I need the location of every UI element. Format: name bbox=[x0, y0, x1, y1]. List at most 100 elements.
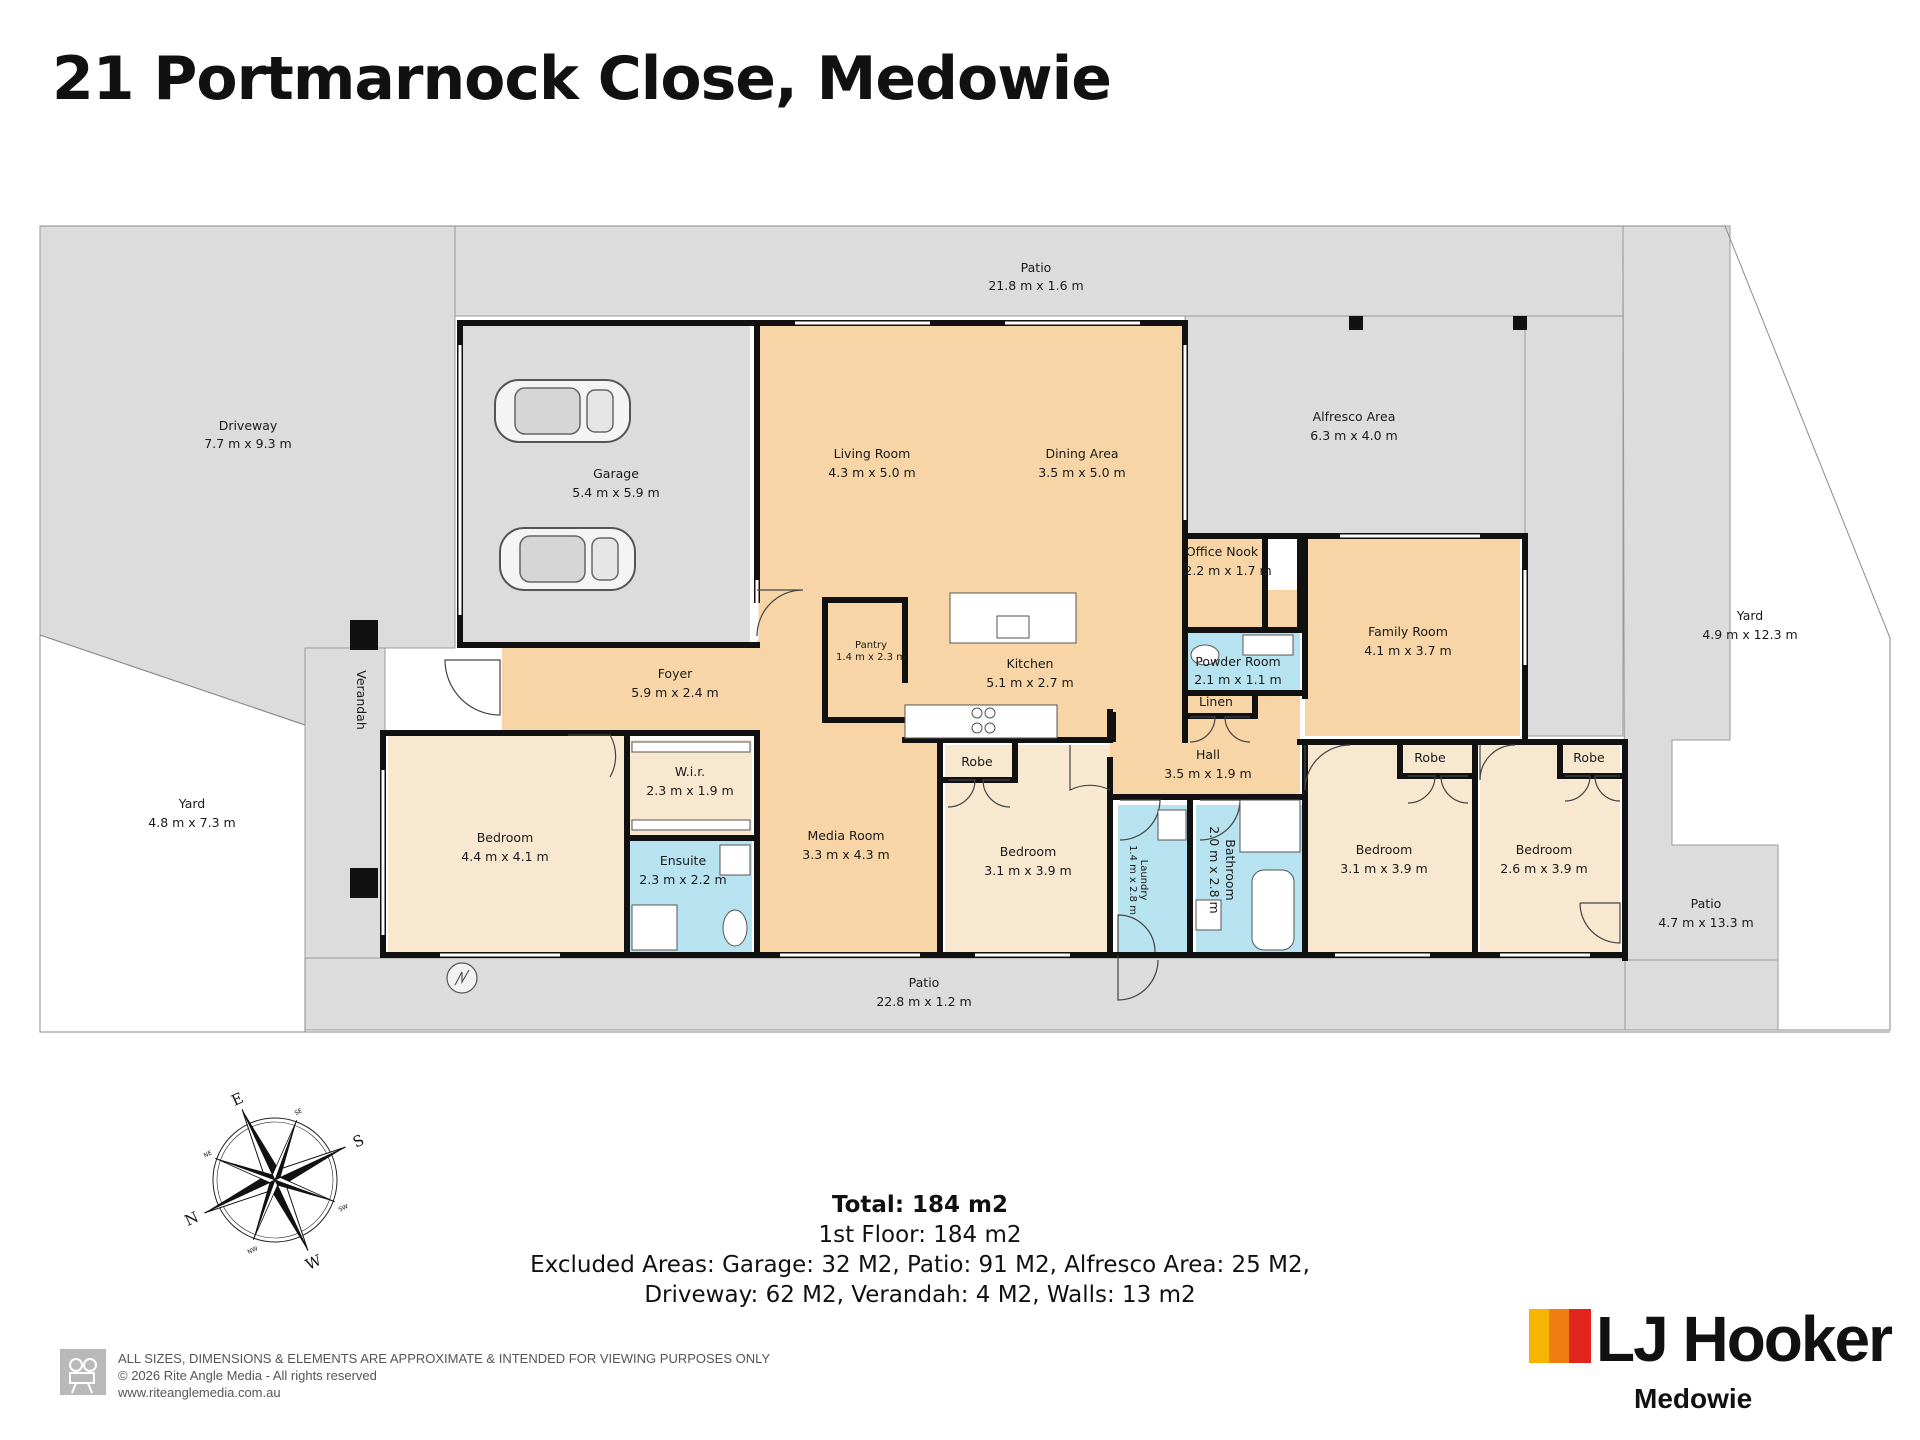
area-totals: Total: 184 m2 1st Floor: 184 m2 Excluded… bbox=[520, 1190, 1320, 1310]
size-laundry: 1.4 m x 2.8 m bbox=[1127, 845, 1138, 915]
label-alfresco: Alfresco Area bbox=[1313, 409, 1396, 424]
compass-w: W bbox=[303, 1251, 325, 1274]
area-patio-east-strip bbox=[1524, 315, 1624, 737]
floor-bedroom-3 bbox=[1305, 745, 1475, 953]
label-pantry: Pantry bbox=[855, 640, 887, 651]
size-dining-area: 3.5 m x 5.0 m bbox=[1038, 465, 1125, 480]
label-patio-north: Patio bbox=[1021, 260, 1052, 275]
outdoor-areas bbox=[39, 225, 1779, 1031]
size-bedroom-4: 2.6 m x 3.9 m bbox=[1500, 861, 1587, 876]
size-patio-north: 21.8 m x 1.6 m bbox=[988, 278, 1083, 293]
label-patio-east: Patio bbox=[1691, 896, 1722, 911]
label-hall: Hall bbox=[1196, 747, 1220, 762]
label-powder-room: Powder Room bbox=[1195, 654, 1280, 669]
size-yard-west: 4.8 m x 7.3 m bbox=[148, 815, 235, 830]
size-bathroom: 2.0 m x 2.8 m bbox=[1207, 826, 1222, 913]
compass-s: S bbox=[350, 1131, 367, 1152]
camera-logo-icon bbox=[60, 1349, 106, 1395]
floor-bedroom-4 bbox=[1480, 745, 1620, 953]
area-driveway bbox=[39, 225, 456, 726]
label-robe-3: Robe bbox=[1414, 750, 1446, 765]
size-kitchen: 5.1 m x 2.7 m bbox=[986, 675, 1073, 690]
size-foyer: 5.9 m x 2.4 m bbox=[631, 685, 718, 700]
powder-toilet bbox=[1190, 644, 1220, 666]
floor-media bbox=[757, 733, 940, 953]
size-patio-south: 22.8 m x 1.2 m bbox=[876, 994, 971, 1009]
size-bedroom-2: 3.1 m x 3.9 m bbox=[984, 863, 1071, 878]
label-robe-4: Robe bbox=[1573, 750, 1605, 765]
brand-logo-icon bbox=[1529, 1309, 1591, 1363]
label-garage: Garage bbox=[593, 466, 639, 481]
label-kitchen: Kitchen bbox=[1007, 656, 1054, 671]
size-alfresco: 6.3 m x 4.0 m bbox=[1310, 428, 1397, 443]
size-office-nook: 2.2 m x 1.7 m bbox=[1184, 563, 1271, 578]
compass-ne: NE bbox=[203, 1149, 214, 1159]
floor-family-room bbox=[1305, 536, 1520, 736]
brand-office: Medowie bbox=[1634, 1383, 1753, 1414]
label-dining-area: Dining Area bbox=[1045, 446, 1118, 461]
floor-pantry bbox=[845, 622, 897, 690]
disclaimer-line-3: www.riteanglemedia.com.au bbox=[118, 1385, 281, 1400]
compass-e: E bbox=[229, 1089, 247, 1110]
bath-tub bbox=[1251, 869, 1295, 951]
label-linen: Linen bbox=[1199, 694, 1233, 709]
room-labels: Patio 21.8 m x 1.6 m Driveway 7.7 m x 9.… bbox=[148, 260, 1797, 1009]
floor-garage bbox=[460, 323, 750, 643]
car-icon-1 bbox=[494, 379, 631, 443]
size-pantry: 1.4 m x 2.3 m bbox=[836, 652, 906, 663]
area-patio-north bbox=[454, 225, 1624, 317]
label-bedroom-2: Bedroom bbox=[1000, 844, 1057, 859]
label-family-room: Family Room bbox=[1368, 624, 1448, 639]
size-patio-east: 4.7 m x 13.3 m bbox=[1658, 915, 1753, 930]
doors bbox=[444, 589, 1621, 1001]
label-patio-south: Patio bbox=[909, 975, 940, 990]
label-bedroom-4: Bedroom bbox=[1516, 842, 1573, 857]
size-yard-east: 4.9 m x 12.3 m bbox=[1702, 627, 1797, 642]
size-media-room: 3.3 m x 4.3 m bbox=[802, 847, 889, 862]
label-laundry: Laundry bbox=[1138, 860, 1149, 901]
size-driveway: 7.7 m x 9.3 m bbox=[204, 436, 291, 451]
meter-icon bbox=[446, 962, 478, 994]
compass-nw: NW bbox=[247, 1245, 259, 1256]
columns bbox=[350, 316, 1527, 898]
powder-vanity bbox=[1242, 634, 1294, 656]
laundry-tub bbox=[1157, 809, 1187, 841]
size-wir: 2.3 m x 1.9 m bbox=[646, 783, 733, 798]
label-media-room: Media Room bbox=[807, 828, 884, 843]
compass-sw: SW bbox=[337, 1203, 349, 1213]
wir-shelf-bottom bbox=[631, 819, 751, 831]
area-alfresco bbox=[1184, 315, 1526, 537]
kitchen-sink bbox=[996, 615, 1030, 639]
compass-se: SE bbox=[294, 1107, 304, 1117]
size-bedroom-main: 4.4 m x 4.1 m bbox=[461, 849, 548, 864]
ensuite-vanity bbox=[719, 844, 751, 876]
label-living-room: Living Room bbox=[834, 446, 911, 461]
label-yard-east: Yard bbox=[1736, 608, 1763, 623]
bath-shower bbox=[1239, 799, 1301, 853]
size-ensuite: 2.3 m x 2.2 m bbox=[639, 872, 726, 887]
ensuite-toilet bbox=[722, 909, 748, 947]
disclaimer-line-1: All sizes, dimensions & elements are app… bbox=[118, 1351, 771, 1366]
label-verandah: Verandah bbox=[354, 670, 369, 730]
label-ensuite: Ensuite bbox=[660, 853, 707, 868]
label-bathroom: Bathroom bbox=[1223, 839, 1238, 900]
label-bedroom-3: Bedroom bbox=[1356, 842, 1413, 857]
size-family-room: 4.1 m x 3.7 m bbox=[1364, 643, 1451, 658]
excluded-areas-2: Driveway: 62 M2, Verandah: 4 M2, Walls: … bbox=[644, 1282, 1196, 1308]
label-driveway: Driveway bbox=[219, 418, 278, 433]
size-hall: 3.5 m x 1.9 m bbox=[1164, 766, 1251, 781]
floor-office-nook bbox=[1185, 536, 1265, 591]
floor-bedroom-main bbox=[388, 735, 624, 953]
excluded-areas-1: Excluded Areas: Garage: 32 M2, Patio: 91… bbox=[530, 1252, 1310, 1278]
car-icon-2 bbox=[499, 527, 636, 591]
area-patio-south-ext bbox=[1624, 959, 1779, 1031]
bath-vanity bbox=[1195, 899, 1222, 931]
size-living-room: 4.3 m x 5.0 m bbox=[828, 465, 915, 480]
floor-wir bbox=[630, 740, 752, 835]
floor-area: 1st Floor: 184 m2 bbox=[818, 1222, 1022, 1248]
label-wir: W.i.r. bbox=[675, 764, 705, 779]
ensuite-shower bbox=[631, 904, 678, 951]
yard-outlines bbox=[39, 225, 1891, 1033]
size-bedroom-3: 3.1 m x 3.9 m bbox=[1340, 861, 1427, 876]
